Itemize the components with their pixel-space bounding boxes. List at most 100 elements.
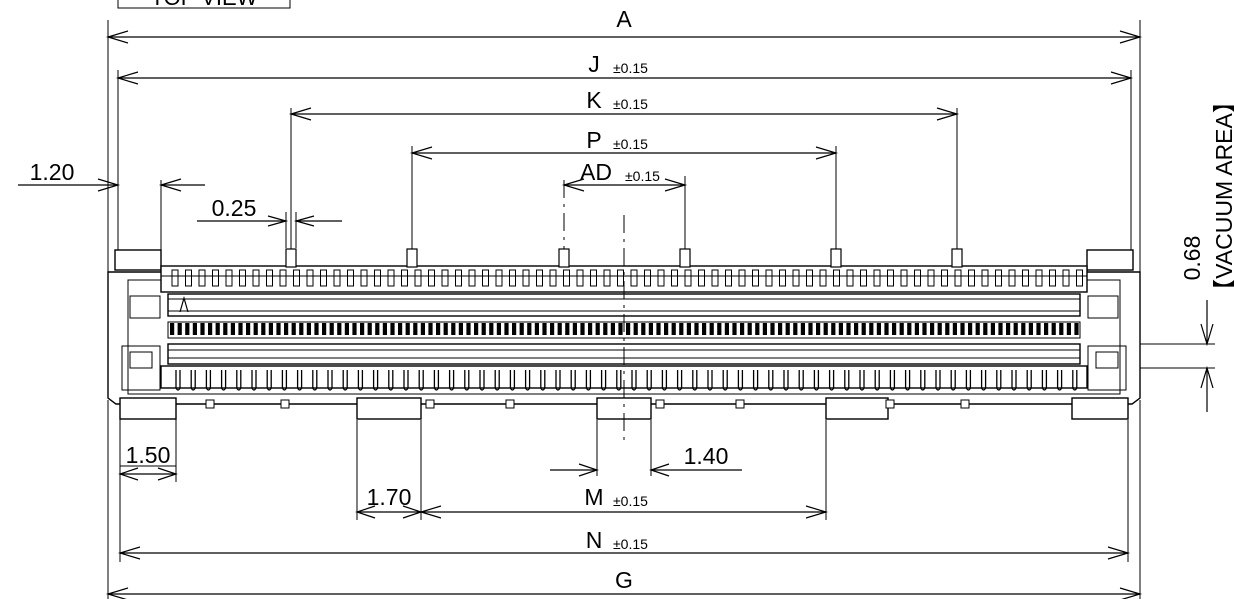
dim-0-68-label: 0.68 <box>1179 236 1205 281</box>
contact <box>914 323 919 335</box>
contact <box>284 323 289 335</box>
dim-A-label: A <box>616 6 632 32</box>
contact-tail <box>524 370 531 391</box>
under-bump <box>885 399 895 409</box>
contact <box>656 323 661 335</box>
contact-tail <box>692 370 698 391</box>
dim-G: G <box>105 400 1143 599</box>
contact <box>360 323 365 335</box>
contact-tail <box>616 370 622 391</box>
vacuum-area-label: 【VACUUM AREA】 <box>1211 90 1234 302</box>
contact <box>306 323 311 335</box>
dim-1-70-M: 1.70 M ±0.15 <box>355 420 829 520</box>
upper-tooth <box>185 269 192 287</box>
dim-AD-tol: ±0.15 <box>625 168 660 184</box>
contact <box>474 323 479 335</box>
contact <box>808 323 813 335</box>
contact <box>223 323 228 335</box>
upper-tooth <box>1062 269 1070 287</box>
contact <box>481 323 486 335</box>
upper-tooth <box>1076 269 1083 287</box>
upper-tooth <box>860 269 867 287</box>
dim-A: A <box>105 6 1143 272</box>
dim-M-label: M <box>584 484 603 510</box>
contact <box>375 323 380 335</box>
dim-K-tol: ±0.15 <box>613 96 648 112</box>
contact-tail <box>935 370 941 391</box>
upper-tooth <box>441 269 449 287</box>
contact-tail <box>175 370 181 391</box>
contact-tail <box>996 370 1002 391</box>
upper-tooth <box>590 269 597 287</box>
upper-tooth <box>306 269 314 287</box>
contact <box>762 323 767 335</box>
under-bump <box>735 399 745 409</box>
contact <box>930 323 935 335</box>
contact <box>709 323 714 335</box>
upper-tooth <box>846 269 854 287</box>
dim-N-label: N <box>586 527 603 553</box>
contact <box>618 323 623 335</box>
contact <box>686 323 691 335</box>
contact <box>329 323 334 335</box>
contact <box>702 323 707 335</box>
upper-tooth <box>873 269 881 287</box>
contact-tail <box>464 370 470 391</box>
contact <box>869 323 874 335</box>
contact <box>451 323 456 335</box>
contact <box>694 323 699 335</box>
contact <box>937 323 942 335</box>
contact <box>557 323 562 335</box>
contact-tail <box>676 370 683 391</box>
top-post <box>558 248 570 268</box>
dim-AD-label: AD <box>580 159 612 185</box>
contact-tail <box>509 370 516 391</box>
contact <box>512 323 517 335</box>
contact <box>861 323 866 335</box>
contact <box>382 323 387 335</box>
contact <box>443 323 448 335</box>
contact-tail <box>874 370 880 391</box>
contact <box>420 323 425 335</box>
contact-tail <box>920 370 926 391</box>
contact <box>466 323 471 335</box>
contact <box>648 323 653 335</box>
contact-tail <box>752 370 759 391</box>
upper-tooth <box>968 269 975 287</box>
contact <box>838 323 843 335</box>
contact <box>952 323 957 335</box>
contact <box>246 323 251 335</box>
contact <box>1051 323 1056 335</box>
upper-tooth <box>671 269 678 287</box>
dim-K-label: K <box>586 87 602 113</box>
upper-tooth <box>252 269 260 287</box>
contact <box>610 323 615 335</box>
contact <box>884 323 889 335</box>
contact <box>390 323 395 335</box>
contact <box>755 323 760 335</box>
contact <box>1059 323 1064 335</box>
contact-tail <box>798 370 804 391</box>
contact-tail <box>813 370 820 391</box>
contact-tail <box>783 370 789 391</box>
top-post <box>951 248 963 268</box>
upper-tooth <box>239 269 246 287</box>
upper-tooth <box>711 269 719 287</box>
upper-tooth <box>279 269 287 287</box>
upper-tooth <box>752 269 759 287</box>
contact <box>299 323 304 335</box>
contact <box>990 323 995 335</box>
upper-tooth <box>401 269 408 287</box>
contact <box>489 323 494 335</box>
contact-tail <box>448 370 455 391</box>
upper-tooth <box>1049 269 1056 287</box>
contact <box>344 323 349 335</box>
contact <box>732 323 737 335</box>
upper-tooth <box>806 269 813 287</box>
upper-tooth <box>981 269 989 287</box>
contact <box>633 323 638 335</box>
contact-tail <box>965 370 972 391</box>
contact-tail <box>661 370 668 391</box>
contact-tail <box>479 370 485 391</box>
contact <box>398 323 403 335</box>
